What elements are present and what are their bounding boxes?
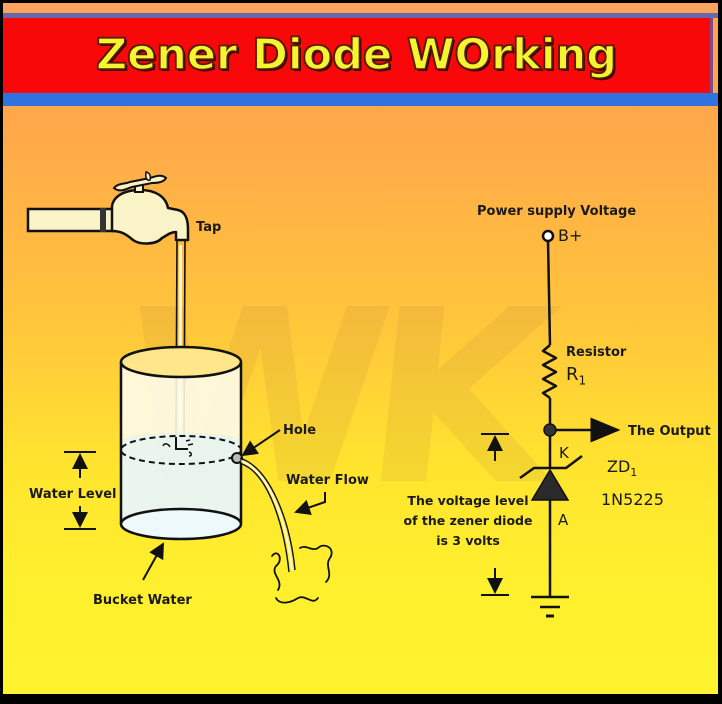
resistor-sub: 1 [578,373,587,388]
tap-icon [26,171,190,245]
hole-pointer-arrow [241,429,281,457]
ground-icon [531,595,569,618]
top-blue-line [3,13,718,18]
water-flow-pointer-arrow [294,492,326,515]
bucket-water-label: Bucket Water [93,593,192,608]
output-label: The Output [628,424,711,439]
zener-cathode-bar-icon [519,455,583,480]
supply-terminal-icon [541,229,555,243]
diode-sub: 1 [630,466,638,480]
resistor-label: Resistor [566,345,627,360]
resistor-ref: R [566,364,579,385]
anode-label: A [558,511,569,529]
zener-diagram-graphics [26,171,621,618]
bucket-pointer-arrow [142,542,164,581]
resistor-ref-label: R1 [566,364,586,388]
hole-label: Hole [283,423,317,438]
power-supply-label: Power supply Voltage [477,204,637,219]
diagram-canvas: Zener Diode WOrking WK [3,3,718,694]
diode-part-number: 1N5225 [601,490,664,509]
zener-voltage-note: The voltage level of the zener diode is … [403,491,533,551]
water-level-label: Water Level [29,487,117,502]
water-flow-jet [239,457,296,573]
zener-diode-icon [530,468,570,501]
top-orange-strip [3,3,718,13]
diode-ref-label: ZD1 [607,457,637,479]
blue-divider-bar [3,93,718,106]
voltage-note-line2: of the zener diode [403,513,533,528]
water-level-dimension [64,451,96,530]
bucket-icon [119,345,243,541]
page-title: Zener Diode WOrking [95,29,618,81]
zener-circuit [481,229,621,618]
tap-label: Tap [196,220,222,235]
title-banner: Zener Diode WOrking [3,18,713,93]
water-flow-label: Water Flow [286,473,369,488]
zener-voltage-dimension [481,433,509,596]
supply-node-label: B+ [558,226,583,245]
puddle-icon [271,544,333,604]
voltage-note-line3: is 3 volts [436,533,500,548]
voltage-note-line1: The voltage level [407,493,529,508]
resistor-icon [541,344,558,400]
output-node-icon [543,423,557,437]
diode-ref: ZD [607,457,631,476]
cathode-label: K [559,444,569,462]
